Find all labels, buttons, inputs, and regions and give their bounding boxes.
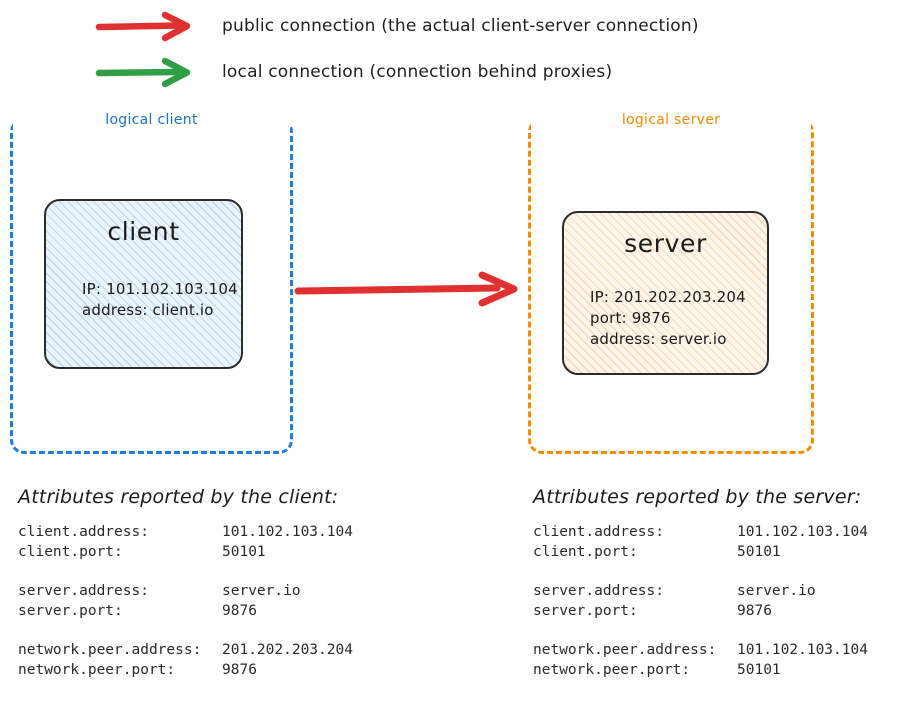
row-spacer: [533, 562, 868, 581]
attr-key: client.port:: [533, 544, 638, 560]
table-row: network.peer.port: 9876: [18, 660, 353, 680]
attr-value: 101.102.103.104: [737, 642, 868, 658]
table-row: client.address: 101.102.103.104: [18, 522, 353, 542]
attr-key: network.peer.address:: [533, 642, 717, 658]
legend-item-local-connection: local connection (connection behind prox…: [95, 55, 612, 89]
server-node: server IP: 201.202.203.204 port: 9876 ad…: [562, 211, 769, 375]
server-node-details: IP: 201.202.203.204 port: 9876 address: …: [590, 287, 746, 350]
attr-value: 50101: [737, 544, 781, 560]
client-node-details: IP: 101.102.103.104 address: client.io: [82, 279, 238, 321]
client-node-detail-ip: IP: 101.102.103.104: [82, 280, 238, 298]
attr-key: client.port:: [18, 544, 123, 560]
attr-key: server.port:: [533, 603, 638, 619]
server-node-detail-address: address: server.io: [590, 330, 727, 348]
table-row: server.address: server.io: [533, 581, 868, 601]
logical-server-group: logical server: [528, 110, 814, 454]
table-row: client.port: 50101: [533, 542, 868, 562]
attr-value: 101.102.103.104: [737, 524, 868, 540]
attr-value: 50101: [737, 662, 781, 678]
logical-server-label: logical server: [531, 110, 811, 130]
attr-value: 9876: [222, 603, 257, 619]
legend-item-public-connection: public connection (the actual client-ser…: [95, 9, 699, 43]
table-row: server.port: 9876: [18, 601, 353, 621]
red-arrow-right-icon: [294, 271, 518, 307]
attr-value: 9876: [222, 662, 257, 678]
server-node-detail-ip: IP: 201.202.203.204: [590, 288, 746, 306]
client-attributes-panel: Attributes reported by the client: clien…: [18, 486, 353, 680]
legend-label-public-connection: public connection (the actual client-ser…: [222, 16, 699, 36]
table-row: server.address: server.io: [18, 581, 353, 601]
logical-client-group: logical client: [10, 110, 293, 454]
table-row: client.address: 101.102.103.104: [533, 522, 868, 542]
table-row: client.port: 50101: [18, 542, 353, 562]
attr-key: client.address:: [533, 524, 664, 540]
green-arrow-right-icon: [95, 57, 191, 88]
attr-value: server.io: [222, 583, 301, 599]
attr-key: network.peer.port:: [18, 662, 176, 678]
legend-label-local-connection: local connection (connection behind prox…: [222, 62, 613, 82]
table-row: server.port: 9876: [533, 601, 868, 621]
logical-client-label: logical client: [13, 110, 290, 130]
attr-key: network.peer.port:: [533, 662, 691, 678]
client-node: client IP: 101.102.103.104 address: clie…: [44, 199, 243, 369]
attr-value: 9876: [737, 603, 772, 619]
red-arrow-right-icon: [95, 11, 191, 42]
row-spacer: [18, 621, 353, 640]
attr-key: network.peer.address:: [18, 642, 202, 658]
attr-key: server.address:: [533, 583, 664, 599]
attr-key: client.address:: [18, 524, 149, 540]
server-attributes-table: client.address: 101.102.103.104 client.p…: [533, 522, 868, 680]
row-spacer: [533, 621, 868, 640]
client-node-detail-address: address: client.io: [82, 301, 214, 319]
attr-value: 101.102.103.104: [222, 524, 353, 540]
client-node-title: client: [107, 217, 180, 246]
attr-key: server.port:: [18, 603, 123, 619]
table-row: network.peer.port: 50101: [533, 660, 868, 680]
attr-key: server.address:: [18, 583, 149, 599]
row-spacer: [18, 562, 353, 581]
table-row: network.peer.address: 101.102.103.104: [533, 640, 868, 660]
server-attributes-panel: Attributes reported by the server: clien…: [533, 486, 868, 680]
server-attributes-heading: Attributes reported by the server:: [533, 486, 862, 508]
attr-value: 201.202.203.204: [222, 642, 353, 658]
table-row: network.peer.address: 201.202.203.204: [18, 640, 353, 660]
client-attributes-heading: Attributes reported by the client:: [18, 486, 339, 508]
attr-value: 50101: [222, 544, 266, 560]
server-node-detail-port: port: 9876: [590, 309, 671, 327]
attr-value: server.io: [737, 583, 816, 599]
client-attributes-table: client.address: 101.102.103.104 client.p…: [18, 522, 353, 680]
server-node-title: server: [624, 229, 707, 258]
